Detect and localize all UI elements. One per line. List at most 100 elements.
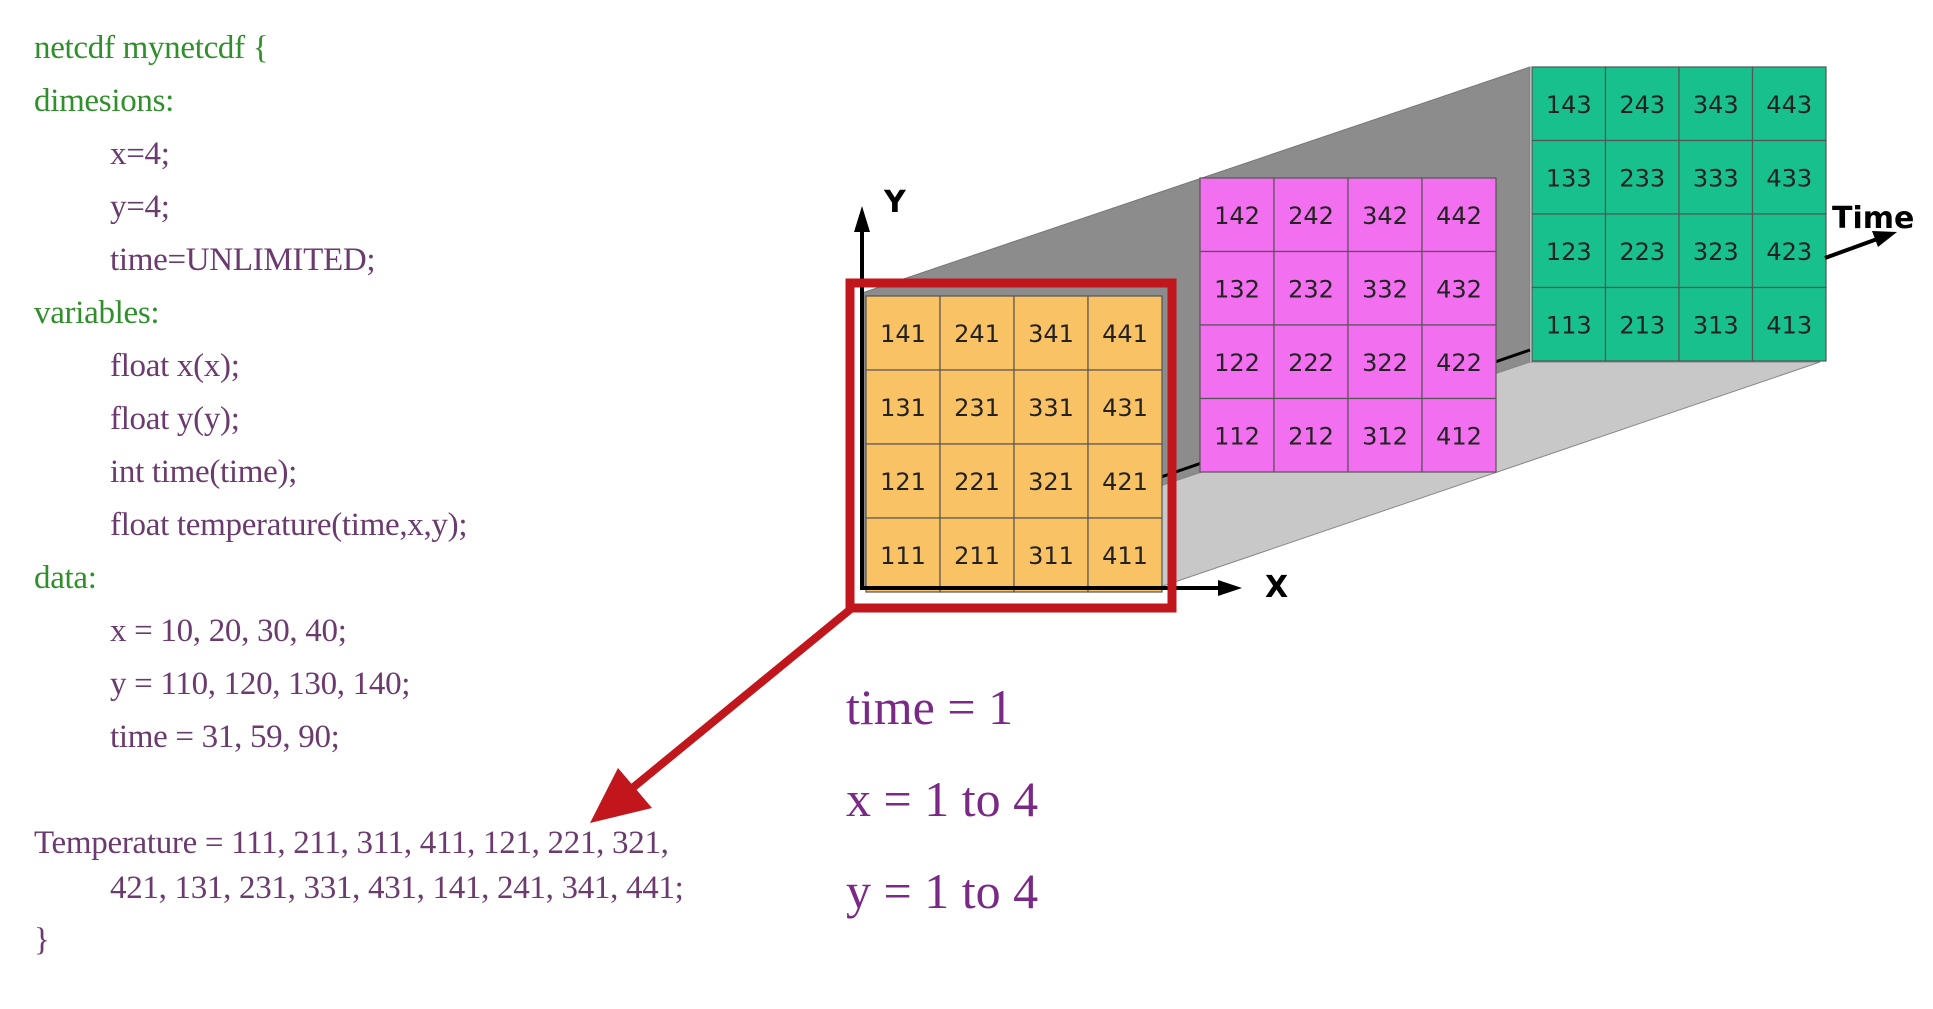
grid-cell-value: 233 (1619, 164, 1665, 192)
grid-cell (865, 443, 941, 519)
grid-cell (1013, 443, 1089, 519)
y-axis-arrowhead (854, 206, 870, 232)
grid-cell (939, 295, 1015, 371)
time-axis-label: Time (1832, 201, 1914, 236)
grid-cell-value: 332 (1362, 275, 1408, 303)
grid-cell-value: 313 (1693, 311, 1739, 339)
grid-cell-value: 321 (1028, 468, 1074, 496)
grid-cell (1604, 66, 1680, 142)
grid-cell-value: 333 (1693, 164, 1739, 192)
grid-cell (1751, 66, 1827, 142)
grid-cell-value: 243 (1619, 91, 1665, 119)
var-y: float y(y); (110, 401, 240, 437)
grid-cell (1347, 250, 1423, 326)
grid-cell (1273, 397, 1349, 473)
dim-x: x=4; (110, 136, 170, 172)
grid-cell (1087, 295, 1163, 371)
grid-cell-value: 433 (1766, 164, 1812, 192)
temperature-line-1: Temperature = 111, 211, 311, 411, 121, 2… (34, 825, 669, 861)
highlight-arrow-line (627, 604, 855, 794)
grid-cell (1604, 286, 1680, 362)
grid-cell-value: 422 (1436, 349, 1482, 377)
grid-cell (1751, 139, 1827, 215)
grid-cell-value: 221 (954, 468, 1000, 496)
grid-cell-value: 122 (1214, 349, 1260, 377)
grid-cell-value: 412 (1436, 422, 1482, 450)
grid-cell (1421, 324, 1497, 400)
grid-cell-value: 341 (1028, 320, 1074, 348)
grid-cell-value: 141 (880, 320, 926, 348)
variables-label: variables: (34, 295, 160, 331)
grid-cell-value: 441 (1102, 320, 1148, 348)
grid-cell-value: 211 (954, 542, 1000, 570)
grid-cell (1087, 517, 1163, 593)
grid-cell-value: 131 (880, 394, 926, 422)
grid-cell-value: 121 (880, 468, 926, 496)
grid-cell-value: 231 (954, 394, 1000, 422)
highlight-arrowhead (590, 768, 652, 823)
grid-cell-value: 143 (1546, 91, 1592, 119)
annotation-x: x = 1 to 4 (846, 771, 1039, 827)
grid-cell-value: 442 (1436, 202, 1482, 230)
grid-cell-value: 142 (1214, 202, 1260, 230)
annotation-time: time = 1 (846, 679, 1014, 735)
grid-cell-value: 411 (1102, 542, 1148, 570)
grid-cell-value: 133 (1546, 164, 1592, 192)
grid-cell-value: 312 (1362, 422, 1408, 450)
grid-cell (1273, 177, 1349, 253)
grid-cell-value: 343 (1693, 91, 1739, 119)
grid-cell-value: 242 (1288, 202, 1334, 230)
grid-cell (1199, 177, 1275, 253)
grid-cell-value: 222 (1288, 349, 1334, 377)
closing-brace: } (34, 922, 50, 958)
var-x: float x(x); (110, 348, 240, 384)
grid-cell (1347, 177, 1423, 253)
grid-cell-value: 432 (1436, 275, 1482, 303)
grid-cell (1087, 443, 1163, 519)
data-x: x = 10, 20, 30, 40; (110, 613, 347, 649)
grid-cell-value: 241 (954, 320, 1000, 348)
data-label: data: (34, 560, 97, 596)
grid-cell (1199, 397, 1275, 473)
grid-cell-value: 423 (1766, 238, 1812, 266)
x-axis-label: X (1265, 570, 1288, 605)
grid-cell-value: 232 (1288, 275, 1334, 303)
grid-cell (1678, 286, 1754, 362)
grid-cell-value: 213 (1619, 311, 1665, 339)
grid-cell (1199, 250, 1275, 326)
grid-time-1: 141 241 341 441 131 231 331 431 121 221 321 421 111 2… (865, 295, 1163, 593)
grid-cell (865, 517, 941, 593)
dimensions-label: dimesions: (34, 83, 175, 119)
time-axis-arrowhead (1872, 231, 1897, 247)
grid-cell (1421, 177, 1497, 253)
grid-cell-value: 223 (1619, 238, 1665, 266)
grid-cell (1199, 324, 1275, 400)
dim-y: y=4; (110, 189, 170, 225)
var-time: int time(time); (110, 454, 298, 490)
grid-cell-value: 111 (880, 542, 926, 570)
grid-cell (1531, 213, 1607, 289)
var-temperature: float temperature(time,x,y); (110, 507, 468, 543)
temperature-line-2: 421, 131, 231, 331, 431, 141, 241, 341, … (110, 870, 684, 906)
grid-cell-value: 431 (1102, 394, 1148, 422)
cdl-header: netcdf mynetcdf { (34, 30, 269, 66)
grid-cell-value: 322 (1362, 349, 1408, 377)
grid-cell (1604, 139, 1680, 215)
grid-cell (1751, 286, 1827, 362)
grid-cell-value: 123 (1546, 238, 1592, 266)
grid-cell-value: 132 (1214, 275, 1260, 303)
grid-cell (1678, 139, 1754, 215)
grid-cell (1751, 213, 1827, 289)
grid-cell-value: 331 (1028, 394, 1074, 422)
grid-cell-value: 443 (1766, 91, 1812, 119)
grid-cell-value: 112 (1214, 422, 1260, 450)
highlight-box (845, 278, 1177, 613)
grid-cell-value: 413 (1766, 311, 1812, 339)
grid-cell (939, 369, 1015, 445)
grid-cell (1604, 213, 1680, 289)
grid-cell-value: 421 (1102, 468, 1148, 496)
grid-cell (1678, 213, 1754, 289)
data-time: time = 31, 59, 90; (110, 719, 340, 755)
